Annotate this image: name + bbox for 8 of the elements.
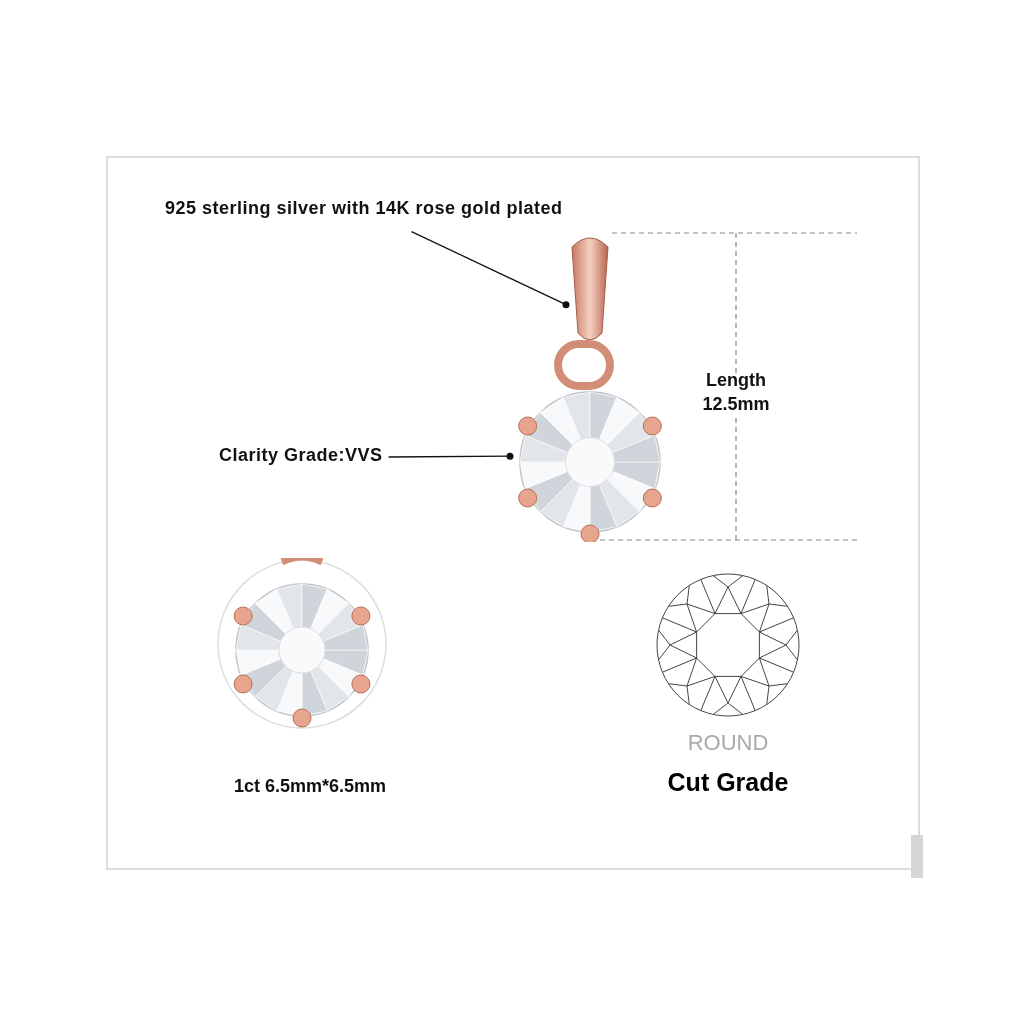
leader-line [387, 452, 514, 460]
callout-text: 925 sterling silver with 14K rose gold plated [165, 198, 563, 222]
leader-line [410, 230, 570, 309]
dimension-label: Length 12.5mm [701, 369, 771, 416]
callout-text: Clarity Grade:VVS [219, 445, 383, 469]
cut-grade-label: Cut Grade [666, 768, 790, 797]
size-label: 1ct 6.5mm*6.5mm [232, 776, 388, 797]
cut-shape-label: ROUND [686, 730, 770, 756]
